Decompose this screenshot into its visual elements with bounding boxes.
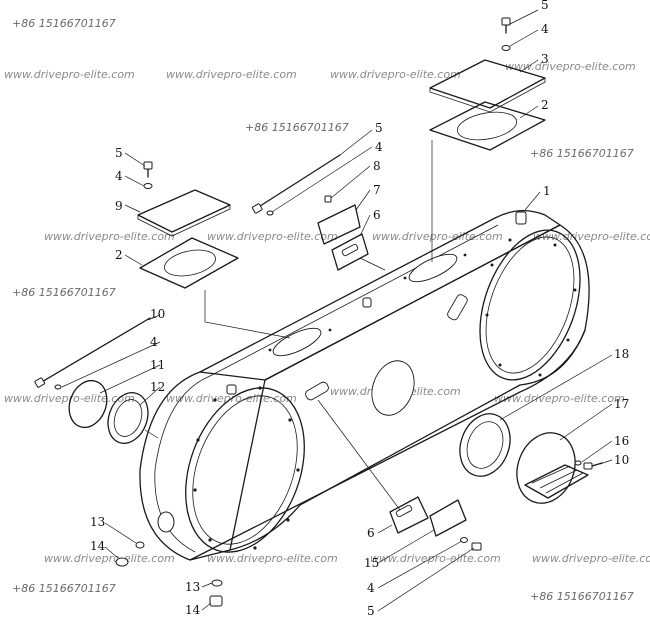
left-cover-assembly xyxy=(34,317,159,444)
watermark-site: www.drivepro-elite.com xyxy=(505,60,636,73)
leader-lines xyxy=(61,9,613,612)
watermark-site: www.drivepro-elite.com xyxy=(370,552,501,565)
callout-label: 18 xyxy=(614,347,629,361)
callout-label: 4 xyxy=(367,581,375,595)
washer-icon xyxy=(143,183,153,189)
callout-label: 8 xyxy=(373,159,381,173)
bottom-plate-assembly xyxy=(317,399,482,551)
callout-label: 2 xyxy=(115,248,123,262)
callout-label: 16 xyxy=(614,434,629,448)
top-right-cover-assembly xyxy=(429,17,546,262)
callout-label: 13 xyxy=(90,515,105,529)
watermark-site: www.drivepro-elite.com xyxy=(533,230,650,243)
callout-label: 4 xyxy=(541,22,549,36)
top-rod xyxy=(251,154,341,216)
callout-label: 17 xyxy=(614,397,629,411)
bolt-icon xyxy=(501,17,511,26)
watermark-site: www.drivepro-elite.com xyxy=(166,68,297,81)
callout-label: 6 xyxy=(367,526,375,540)
callout-label: 13 xyxy=(185,580,200,594)
watermark-site: www.drivepro-elite.com xyxy=(330,68,461,81)
callout-label: 1 xyxy=(543,184,551,198)
watermark-site: www.drivepro-elite.com xyxy=(4,68,135,81)
callout-label: 7 xyxy=(373,183,381,197)
watermark-phone: +86 15166701167 xyxy=(12,582,116,595)
bolt-icon xyxy=(143,161,153,170)
watermark-phone: +86 15166701167 xyxy=(530,147,634,160)
watermark-site: www.drivepro-elite.com xyxy=(494,392,625,405)
callout-label: 12 xyxy=(150,380,165,394)
watermark-phone: +86 15166701167 xyxy=(12,17,116,30)
callout-label: 10 xyxy=(614,453,629,467)
callout-label: 10 xyxy=(150,307,165,321)
watermark-site: www.drivepro-elite.com xyxy=(372,230,503,243)
callout-label: 5 xyxy=(367,604,375,618)
callout-label: 5 xyxy=(375,121,383,135)
watermarks: +86 15166701167 www.drivepro-elite.com w… xyxy=(4,17,650,603)
callout-label: 15 xyxy=(364,556,379,570)
bottom-left-fittings xyxy=(115,541,223,607)
callout-label: 9 xyxy=(115,199,123,213)
watermark-phone: +86 15166701167 xyxy=(12,286,116,299)
callout-label: 6 xyxy=(373,208,381,222)
right-cover-assembly xyxy=(459,413,603,504)
watermark-site: www.drivepro-elite.com xyxy=(44,552,175,565)
callout-label: 4 xyxy=(115,169,123,183)
watermark-site: www.drivepro-elite.com xyxy=(532,552,650,565)
callout-label: 4 xyxy=(150,335,158,349)
callout-label: 3 xyxy=(541,52,549,66)
callout-label: 5 xyxy=(115,146,123,160)
callout-label: 14 xyxy=(185,603,201,617)
main-housing xyxy=(139,210,590,561)
callout-numbers: 5 4 3 2 1 5 4 9 2 5 4 8 7 6 10 4 11 12 1… xyxy=(90,0,629,618)
top-left-cover-assembly xyxy=(137,161,291,339)
watermark-phone: +86 15166701167 xyxy=(245,121,349,134)
callout-label: 4 xyxy=(375,140,383,154)
washer-icon xyxy=(501,45,511,51)
small-plate-assembly xyxy=(317,195,386,271)
watermark-site: www.drivepro-elite.com xyxy=(4,392,135,405)
watermark-site: www.drivepro-elite.com xyxy=(207,230,338,243)
watermark-site: www.drivepro-elite.com xyxy=(207,552,338,565)
callout-label: 2 xyxy=(541,98,549,112)
callout-label: 5 xyxy=(541,0,549,12)
watermark-phone: +86 15166701167 xyxy=(530,590,634,603)
watermark-site: www.drivepro-elite.com xyxy=(44,230,175,243)
callout-label: 14 xyxy=(90,539,106,553)
callout-label: 11 xyxy=(150,358,165,372)
